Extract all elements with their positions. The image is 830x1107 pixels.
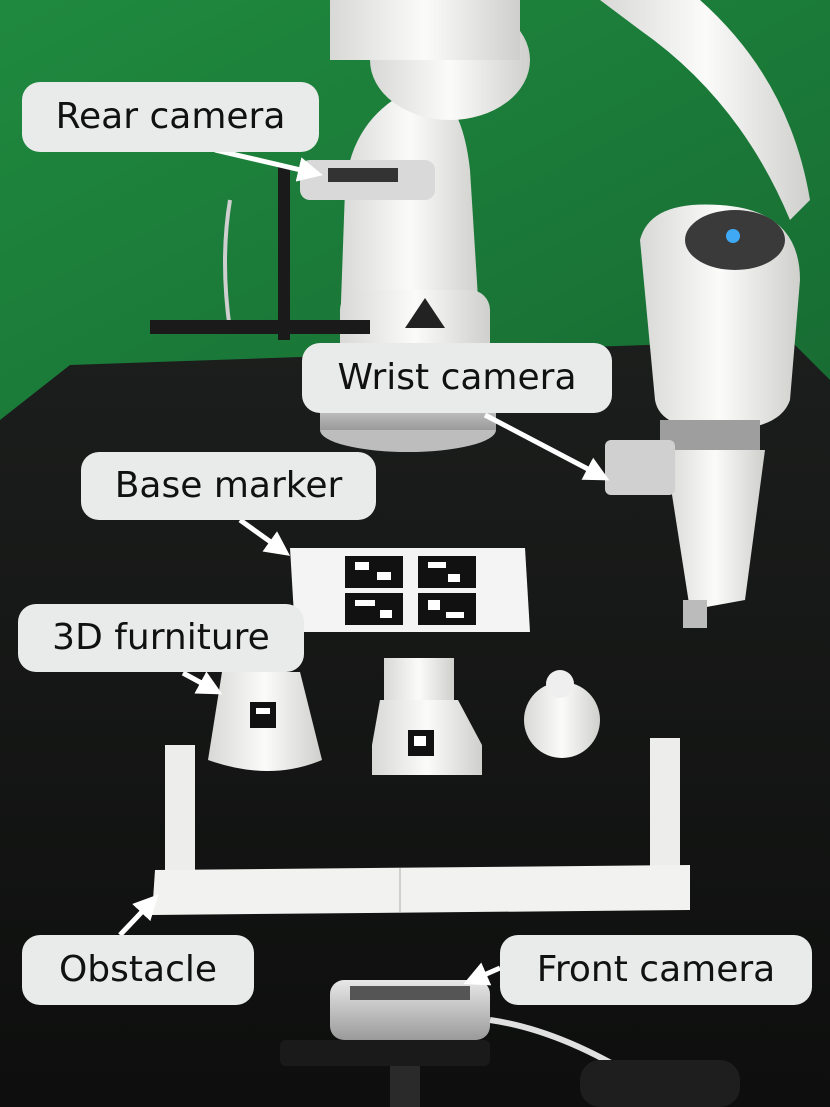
rear-camera xyxy=(150,160,435,340)
base-marker xyxy=(290,548,530,632)
front-camera-arrow xyxy=(463,962,502,986)
obstacle-arrow xyxy=(118,894,159,937)
furniture-label: 3D furniture xyxy=(18,604,304,672)
front-camera xyxy=(280,980,740,1107)
furniture-cone xyxy=(208,672,322,771)
furniture-stand xyxy=(372,658,482,775)
obstacle xyxy=(152,738,690,915)
rear-camera-label: Rear camera xyxy=(22,82,319,152)
front-camera-label: Front camera xyxy=(500,935,812,1005)
obstacle-label: Obstacle xyxy=(22,935,254,1005)
wrist-camera-arrow xyxy=(483,412,610,481)
base-marker-label: Base marker xyxy=(81,452,376,520)
rear-camera-arrow xyxy=(214,147,323,182)
furniture-arrow xyxy=(181,670,223,695)
furniture-ball xyxy=(524,670,600,758)
robot-arm-right xyxy=(600,0,810,628)
wrist-camera-label: Wrist camera xyxy=(302,343,612,413)
base-marker-arrow xyxy=(238,517,291,556)
